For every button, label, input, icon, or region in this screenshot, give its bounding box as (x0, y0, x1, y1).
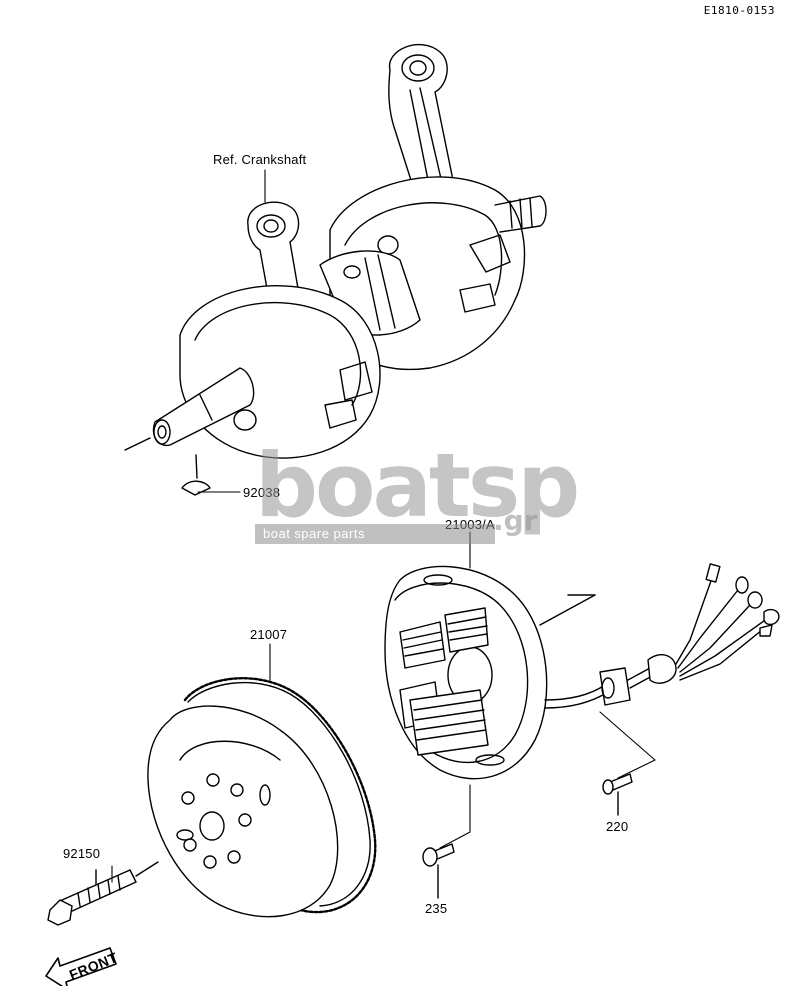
front-direction-badge: FRONT (44, 946, 120, 991)
diagram-code: E1810-0153 (703, 4, 775, 17)
screw-220-illustration (602, 773, 633, 816)
label-92150: 92150 (63, 846, 101, 861)
label-21003a: 21003/A (445, 517, 495, 532)
label-235: 235 (425, 901, 448, 916)
screw-235-illustration (422, 843, 455, 899)
stator-plate-illustration (384, 563, 780, 780)
flywheel-illustration (47, 677, 377, 926)
label-220: 220 (606, 819, 629, 834)
label-21007: 21007 (250, 627, 288, 642)
label-ref-crankshaft: Ref. Crankshaft (213, 152, 307, 167)
label-92038: 92038 (243, 485, 281, 500)
crankshaft-illustration (124, 43, 547, 496)
leader-lines (111, 169, 656, 883)
